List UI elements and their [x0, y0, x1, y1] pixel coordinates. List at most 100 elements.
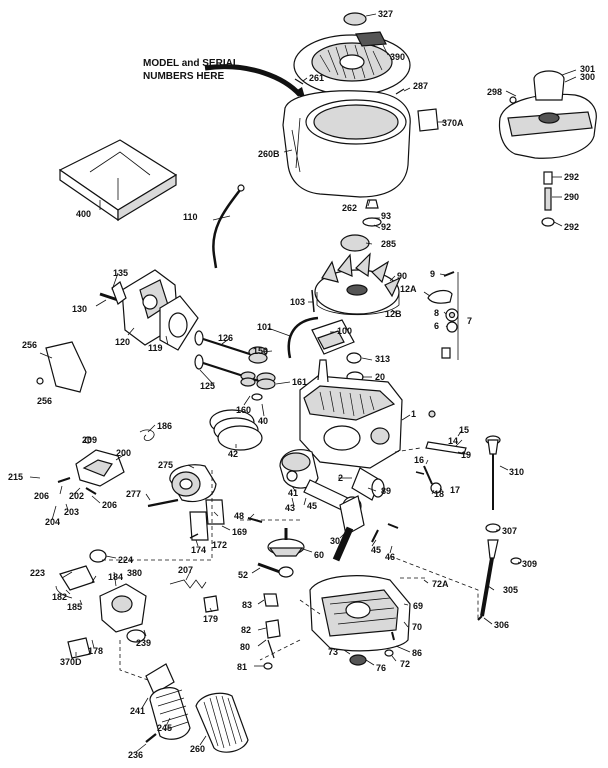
callout-275: 275 — [158, 460, 173, 470]
callout-184: 184 — [108, 572, 123, 582]
bolts-45-46-48 — [247, 517, 399, 543]
callout-6: 6 — [434, 321, 439, 331]
callout-285: 285 — [381, 239, 396, 249]
callout-76: 76 — [376, 663, 386, 673]
callout-17: 17 — [450, 485, 460, 495]
callout-120: 120 — [115, 337, 130, 347]
air-cleaner-screw-236 — [145, 733, 157, 743]
starter-screw-261 — [294, 78, 304, 85]
callout-126: 126 — [218, 333, 233, 343]
callout-390: 390 — [390, 52, 405, 62]
alignment-lines — [100, 447, 479, 681]
callout-206-left: 206 — [34, 491, 49, 501]
decal-370D — [67, 637, 91, 659]
callout-241: 241 — [130, 706, 145, 716]
callout-60: 60 — [314, 550, 324, 560]
callout-256-bottom: 256 — [37, 396, 52, 406]
callout-239: 239 — [136, 638, 151, 648]
blower-housing — [282, 90, 411, 198]
throttle-link — [427, 271, 459, 360]
callout-125: 125 — [200, 381, 215, 391]
air-cleaner-body — [145, 663, 191, 740]
callout-287: 287 — [413, 81, 428, 91]
governor-spring-207 — [169, 579, 207, 589]
rewind-starter — [293, 31, 411, 96]
callout-83: 83 — [242, 600, 252, 610]
callout-101: 101 — [257, 322, 272, 332]
callout-110: 110 — [183, 212, 198, 222]
callout-172: 172 — [212, 540, 227, 550]
dipstick-tube — [477, 523, 522, 621]
crankshaft — [332, 467, 385, 562]
callout-73: 73 — [328, 647, 338, 657]
governor-spring-link — [212, 184, 245, 269]
callout-43: 43 — [285, 503, 295, 513]
callout-169: 169 — [232, 527, 247, 537]
callout-204: 204 — [45, 517, 60, 527]
callout-174: 174 — [191, 545, 206, 555]
callout-20: 20 — [375, 372, 385, 382]
callout-185: 185 — [67, 602, 82, 612]
fuel-tank — [498, 70, 597, 159]
callout-41: 41 — [288, 488, 298, 498]
callout-45-top: 45 — [307, 501, 317, 511]
fuel-screw-298 — [509, 96, 517, 104]
flywheel — [314, 252, 402, 316]
callout-327: 327 — [378, 9, 393, 19]
callout-42: 42 — [228, 449, 238, 459]
callout-200: 200 — [116, 448, 131, 458]
decal-370A — [417, 108, 439, 132]
callout-186: 186 — [157, 421, 172, 431]
callout-86: 86 — [412, 648, 422, 658]
breather-cover-256 — [36, 341, 87, 393]
callout-130: 130 — [72, 304, 87, 314]
callout-18: 18 — [434, 489, 444, 499]
callout-292-bottom: 292 — [564, 222, 579, 232]
callout-224: 224 — [118, 555, 133, 565]
callout-182: 182 — [52, 592, 67, 602]
starter-screw-287 — [395, 88, 405, 95]
callout-305: 305 — [503, 585, 518, 595]
cam-shaft-52 — [257, 562, 294, 578]
model-serial-note: MODEL and SERIAL NUMBERS HERE — [143, 58, 306, 101]
dipstick — [485, 435, 501, 510]
crankcase-sump — [309, 575, 411, 652]
callout-298: 298 — [487, 87, 502, 97]
callout-30: 30 — [330, 536, 340, 546]
callout-380: 380 — [127, 568, 142, 578]
callout-2: 2 — [338, 473, 343, 483]
note-line-2: NUMBERS HERE — [143, 71, 224, 82]
callout-313: 313 — [375, 354, 390, 364]
callout-69: 69 — [413, 601, 423, 611]
exhaust-gasket-169-172 — [189, 499, 225, 541]
callout-14: 14 — [448, 436, 458, 446]
callout-12B: 12B — [385, 309, 402, 319]
callout-370D: 370D — [60, 657, 82, 667]
ignition-module — [287, 289, 364, 383]
callout-80: 80 — [240, 642, 250, 652]
callout-9: 9 — [430, 269, 435, 279]
callout-15: 15 — [459, 425, 469, 435]
air-filter-pad — [58, 139, 178, 222]
callout-309: 309 — [522, 559, 537, 569]
callout-93: 93 — [381, 211, 391, 221]
callout-119: 119 — [148, 343, 163, 353]
muffler-bolt-277 — [147, 498, 179, 508]
callout-numbers: 327 390 261 287 370A 260B 298 301 300 29… — [8, 9, 595, 760]
cylinder-block — [299, 359, 403, 469]
callout-256-top: 256 — [22, 340, 37, 350]
head-gasket — [159, 295, 199, 351]
callout-206-right: 206 — [102, 500, 117, 510]
callout-52: 52 — [238, 570, 248, 580]
callout-207: 207 — [178, 565, 193, 575]
callout-310: 310 — [509, 467, 524, 477]
callout-262: 262 — [342, 203, 357, 213]
lower-small-parts — [263, 593, 395, 670]
callout-301: 301 — [580, 64, 595, 74]
governor-lever — [415, 410, 467, 494]
callout-40: 40 — [258, 416, 268, 426]
leader-lines — [29, 13, 577, 753]
callout-72A: 72A — [432, 579, 449, 589]
air-cleaner-element-260 — [195, 692, 249, 753]
carburetor — [55, 565, 147, 643]
